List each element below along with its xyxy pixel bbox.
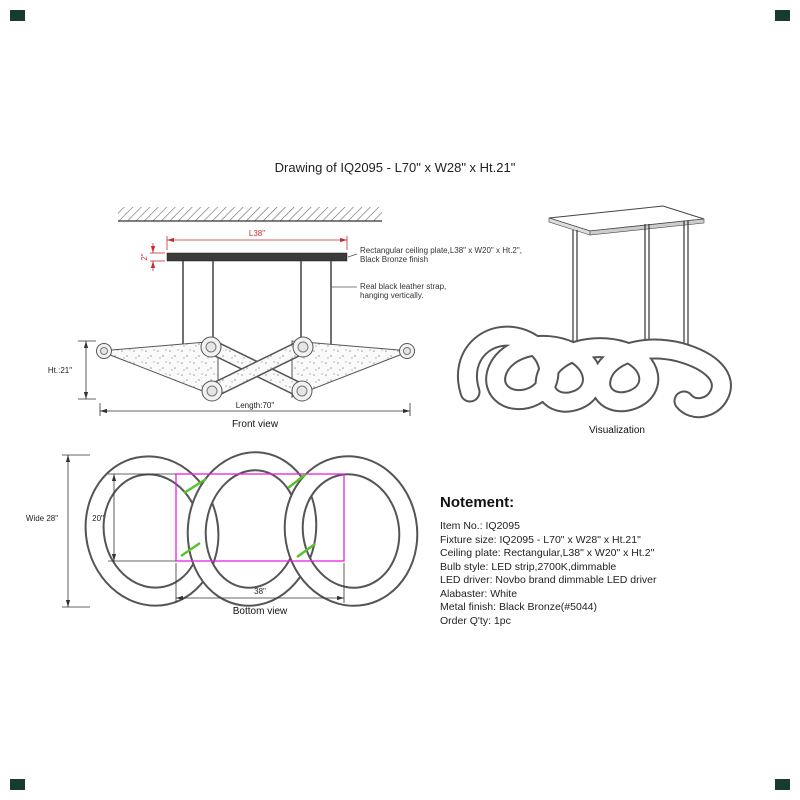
dimension-wide: [62, 454, 90, 608]
ceiling-hatch: [118, 207, 382, 222]
notement-order-qty: Order Q'ty: 1pc: [440, 614, 511, 627]
dimension-plate-width-label: 38": [254, 587, 266, 596]
squiggle-tube-bottom: [84, 451, 419, 607]
dimension-inner-height: [108, 473, 176, 562]
front-view-drawing: L38" 2" Rectangular ceiling plate,L38" x…: [48, 207, 522, 430]
dimension-inner-height-label: 20": [92, 514, 104, 523]
dimension-plate-height: [150, 243, 165, 271]
leather-straps-3d: [572, 221, 689, 360]
front-view-label: Front view: [232, 419, 279, 430]
corner-mark: [775, 10, 790, 21]
dimension-fixture-length: [99, 403, 411, 416]
tube-end-caps: [96, 336, 415, 402]
dimension-plate-length: [166, 236, 348, 250]
dimension-plate-length-label: L38": [249, 229, 265, 238]
dimension-plate-width: [175, 563, 345, 603]
strap-annotation-line2: hanging vertically.: [360, 291, 423, 300]
notement-fixture-size: Fixture size: IQ2095 - L70" x W28" x Ht.…: [440, 533, 641, 546]
corner-mark: [775, 779, 790, 790]
page-title: Drawing of IQ2095 - L70" x W28" x Ht.21": [274, 160, 516, 175]
fixture-front-tubes: [96, 336, 415, 402]
bottom-view-drawing: Wide 28" 20" 38" Bottom view: [26, 451, 419, 617]
visualization-label: Visualization: [589, 425, 645, 436]
notement-led-driver: LED driver: Novbo brand dimmable LED dri…: [440, 574, 657, 586]
notement-ceiling-plate: Ceiling plate: Rectangular,L38" x W20" x…: [440, 547, 655, 559]
notement-metal-finish: Metal finish: Black Bronze(#5044): [440, 601, 597, 613]
corner-mark: [10, 10, 25, 21]
dimension-plate-height-label: 2": [140, 253, 149, 260]
notement-bulb-style: Bulb style: LED strip,2700K,dimmable: [440, 560, 617, 573]
notement-alabaster: Alabaster: White: [440, 587, 518, 600]
notement-section: Notement: Item No.: IQ2095 Fixture size:…: [440, 494, 740, 628]
dimension-fixture-height-label: Ht.:21": [48, 366, 72, 375]
plate-annotation-line1: Rectangular ceiling plate,L38" x W20" x …: [360, 246, 522, 255]
notement-item-no: Item No.: IQ2095: [440, 520, 520, 532]
visualization-drawing: Visualization: [457, 205, 732, 436]
dimension-fixture-height: [78, 340, 96, 400]
dimension-fixture-length-label: Length:70": [236, 401, 275, 410]
plate-annotation-leader: [347, 253, 358, 258]
ceiling-plate-3d: [548, 205, 705, 236]
strap-annotation-line1: Real black leather strap,: [360, 282, 446, 291]
ceiling-plate: [166, 252, 348, 262]
led-connection-marks: [180, 473, 316, 558]
leather-straps-front: [182, 261, 332, 344]
notement-title: Notement:: [440, 494, 515, 511]
squiggle-tube-3d: [457, 325, 732, 419]
bottom-view-label: Bottom view: [233, 606, 288, 617]
plate-annotation-line2: Black Bronze finish: [360, 255, 428, 264]
ceiling-plate-outline-magenta: [175, 473, 345, 562]
corner-mark: [10, 779, 25, 790]
corner-marks: [10, 10, 790, 790]
dimension-wide-label: Wide 28": [26, 514, 58, 523]
